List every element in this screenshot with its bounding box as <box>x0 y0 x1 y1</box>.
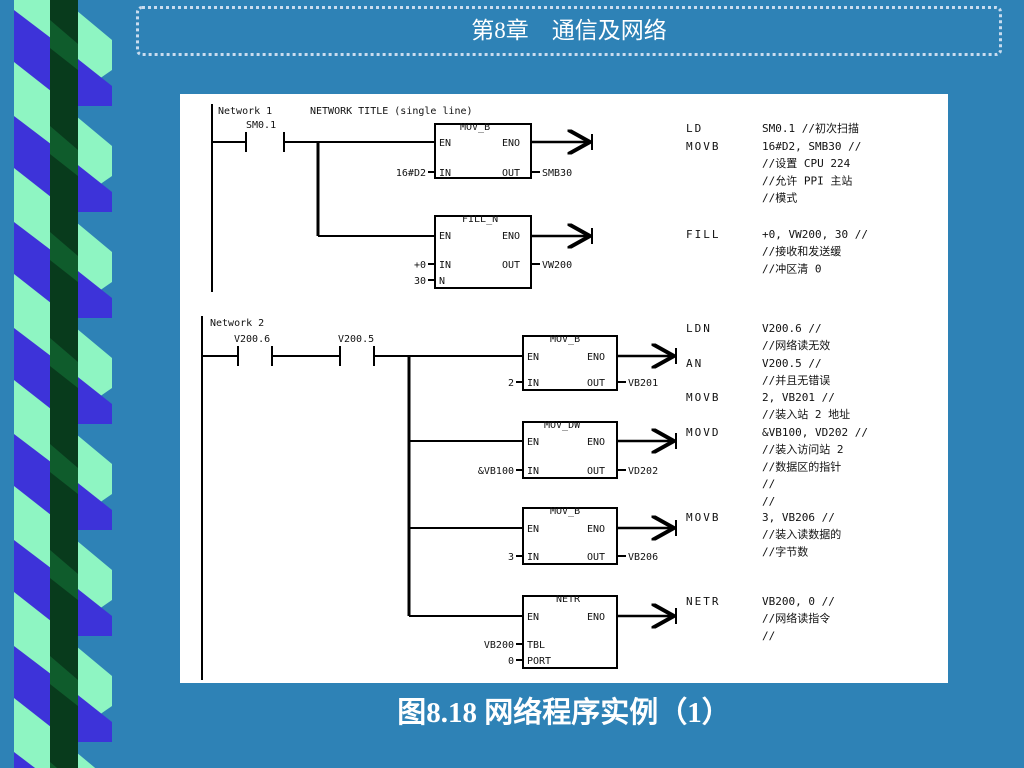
fill-n: N <box>439 276 445 287</box>
movb1-in-value: 16#D2 <box>396 168 426 179</box>
movb-box-1 <box>434 123 532 179</box>
netr-name: NETR <box>556 594 581 605</box>
mov2-en: EN <box>527 437 539 448</box>
instruction-operand-line: SM0.1 //初次扫描 <box>762 121 859 135</box>
instruction-mnemonic: MOVB <box>686 140 721 153</box>
mov3-out-value: VB206 <box>628 552 658 563</box>
instruction-operand-line: //字节数 <box>762 544 808 558</box>
instruction-mnemonic: MOVD <box>686 426 721 439</box>
netr-box <box>522 595 618 669</box>
instruction-operand-line: //装入读数据的 <box>762 527 841 541</box>
instruction-operand-line: //允许 PPI 主站 <box>762 173 852 187</box>
mov3-in-value: 3 <box>508 552 514 563</box>
movdw-box <box>522 421 618 479</box>
figure-panel: Network 1 NETWORK TITLE (single line) SM… <box>180 94 948 683</box>
network2-header: Network 2 <box>210 318 264 329</box>
instruction-operand-line: //网络读无效 <box>762 338 830 352</box>
mov1-name: MOV_B <box>550 334 580 345</box>
instruction-operand-line: //并且无错误 <box>762 373 830 387</box>
instruction-mnemonic: FILL <box>686 228 721 241</box>
instruction-operand-line: //接收和发送缓 <box>762 244 841 258</box>
instruction-operand-line: // <box>762 478 775 491</box>
netr-eno: ENO <box>587 612 605 623</box>
mov2-in: IN <box>527 466 539 477</box>
decorative-ribbon <box>0 0 112 768</box>
figure-caption: 图8.18 网络程序实例（1） <box>397 697 731 729</box>
mov3-eno: ENO <box>587 524 605 535</box>
instruction-operand-line: +0, VW200, 30 // <box>762 228 868 241</box>
netr-tbl-value: VB200 <box>484 640 514 651</box>
contact-sm01-label: SM0.1 <box>246 120 276 131</box>
mov1-in-value: 2 <box>508 378 514 389</box>
instruction-operand-line: //设置 CPU 224 <box>762 157 851 170</box>
movb1-en: EN <box>439 138 451 149</box>
movb1-name: MOV_B <box>460 122 490 133</box>
mov3-in: IN <box>527 552 539 563</box>
mov1-out: OUT <box>587 378 605 389</box>
movb-box-3 <box>522 507 618 565</box>
instruction-operand-line: //装入站 2 地址 <box>762 407 850 421</box>
instruction-operand-line: //模式 <box>762 192 797 205</box>
fill-n-value: 30 <box>414 276 426 287</box>
contact-v2006-label: V200.6 <box>234 334 270 345</box>
instruction-operand-line: 16#D2, SMB30 // <box>762 140 861 153</box>
mov1-eno: ENO <box>587 352 605 363</box>
fill-eno: ENO <box>502 231 520 242</box>
fill-out-value: VW200 <box>542 260 572 271</box>
movb1-out: OUT <box>502 168 520 179</box>
page-title: 第8章 通信及网络 <box>471 18 667 43</box>
movb1-in: IN <box>439 168 451 179</box>
instruction-list: LD SM0.1 //初次扫描 MOVB 16#D2, SMB30 // //设置 CP… <box>686 121 868 642</box>
instruction-operand-line: VB200, 0 // <box>762 595 835 608</box>
network1-header: Network 1 <box>218 106 272 117</box>
instruction-mnemonic: NETR <box>686 595 721 608</box>
instruction-operand-line: //数据区的指针 <box>762 459 841 473</box>
instruction-operand-line: V200.6 // <box>762 322 822 335</box>
netr-en: EN <box>527 612 539 623</box>
instruction-operand-line: // <box>762 629 775 642</box>
instruction-operand-line: //装入访问站 2 <box>762 442 844 456</box>
network1-comment: NETWORK TITLE (single line) <box>310 106 473 117</box>
instruction-operand-line: 3, VB206 // <box>762 511 835 524</box>
movb-box-2 <box>522 335 618 391</box>
netr-tbl: TBL <box>527 640 545 651</box>
mov2-in-value: &VB100 <box>478 466 514 477</box>
fill-box <box>434 215 532 289</box>
instruction-operand-line: //网络读指令 <box>762 611 830 625</box>
instruction-operand-line: &VB100, VD202 // <box>762 426 868 439</box>
fill-en: EN <box>439 231 451 242</box>
instruction-operand-line: 2, VB201 // <box>762 391 835 404</box>
fill-out: OUT <box>502 260 520 271</box>
contact-v2005-label: V200.5 <box>338 334 374 345</box>
netr-port: PORT <box>527 656 551 667</box>
mov1-out-value: VB201 <box>628 378 658 389</box>
mov2-eno: ENO <box>587 437 605 448</box>
mov3-name: MOV_B <box>550 506 580 517</box>
instruction-mnemonic: MOVB <box>686 391 721 404</box>
instruction-mnemonic: LDN <box>686 322 712 335</box>
netr-port-value: 0 <box>508 656 514 667</box>
header-frame <box>136 6 1002 56</box>
movb1-eno: ENO <box>502 138 520 149</box>
mov2-out: OUT <box>587 466 605 477</box>
ladder-diagram: Network 1 NETWORK TITLE (single line) SM… <box>201 104 868 680</box>
mov3-en: EN <box>527 524 539 535</box>
mov1-in: IN <box>527 378 539 389</box>
mov2-name: MOV_DW <box>544 420 581 431</box>
instruction-operand-line: V200.5 // <box>762 357 822 370</box>
fill-in: IN <box>439 260 451 271</box>
fill-in-value: +0 <box>414 260 426 271</box>
mov2-out-value: VD202 <box>628 466 658 477</box>
movb1-out-value: SMB30 <box>542 168 572 179</box>
instruction-operand-line: //冲区清 0 <box>762 261 822 275</box>
mov3-out: OUT <box>587 552 605 563</box>
instruction-mnemonic: MOVB <box>686 511 721 524</box>
instruction-mnemonic: LD <box>686 122 703 135</box>
instruction-operand-line: // <box>762 495 775 508</box>
mov1-en: EN <box>527 352 539 363</box>
fill-name: FILL_N <box>462 214 498 225</box>
instruction-mnemonic: AN <box>686 357 703 370</box>
